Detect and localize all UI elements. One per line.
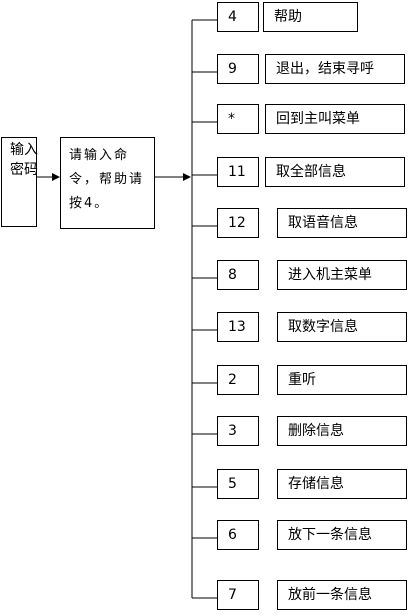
command-prompt-box: 请输入命令，帮助请按4。 <box>60 137 155 229</box>
menu-label-box: 放前一条信息 <box>277 580 407 610</box>
menu-code-box: 6 <box>217 520 259 550</box>
menu-code-box: 4 <box>217 2 259 32</box>
menu-label-box: 进入机主菜单 <box>277 260 407 290</box>
menu-label-box: 帮助 <box>263 2 358 32</box>
menu-code-box: 11 <box>217 157 259 187</box>
menu-code-box: 12 <box>217 208 259 238</box>
menu-branch-lines <box>192 19 217 599</box>
menu-label-box: 取数字信息 <box>277 312 407 342</box>
menu-label-box: 放下一条信息 <box>277 520 407 550</box>
menu-label-box: 删除信息 <box>277 416 407 446</box>
menu-label-box: 取语音信息 <box>277 208 407 238</box>
menu-code-box: 3 <box>217 416 259 446</box>
menu-code-box: 7 <box>217 580 259 610</box>
menu-label-box: 存储信息 <box>277 469 407 499</box>
menu-code-box: 2 <box>217 365 259 395</box>
menu-label-box: 退出，结束寻呼 <box>265 54 405 84</box>
menu-code-box: 8 <box>217 260 259 290</box>
menu-label-box: 取全部信息 <box>265 157 405 187</box>
password-input-box: 输入 密码 <box>1 137 38 227</box>
menu-code-box: 9 <box>217 54 259 84</box>
menu-code-box: * <box>217 104 259 134</box>
menu-code-box: 5 <box>217 469 259 499</box>
menu-label-box: 重听 <box>277 365 407 395</box>
menu-code-box: 13 <box>217 312 259 342</box>
menu-label-box: 回到主叫菜单 <box>265 104 405 134</box>
